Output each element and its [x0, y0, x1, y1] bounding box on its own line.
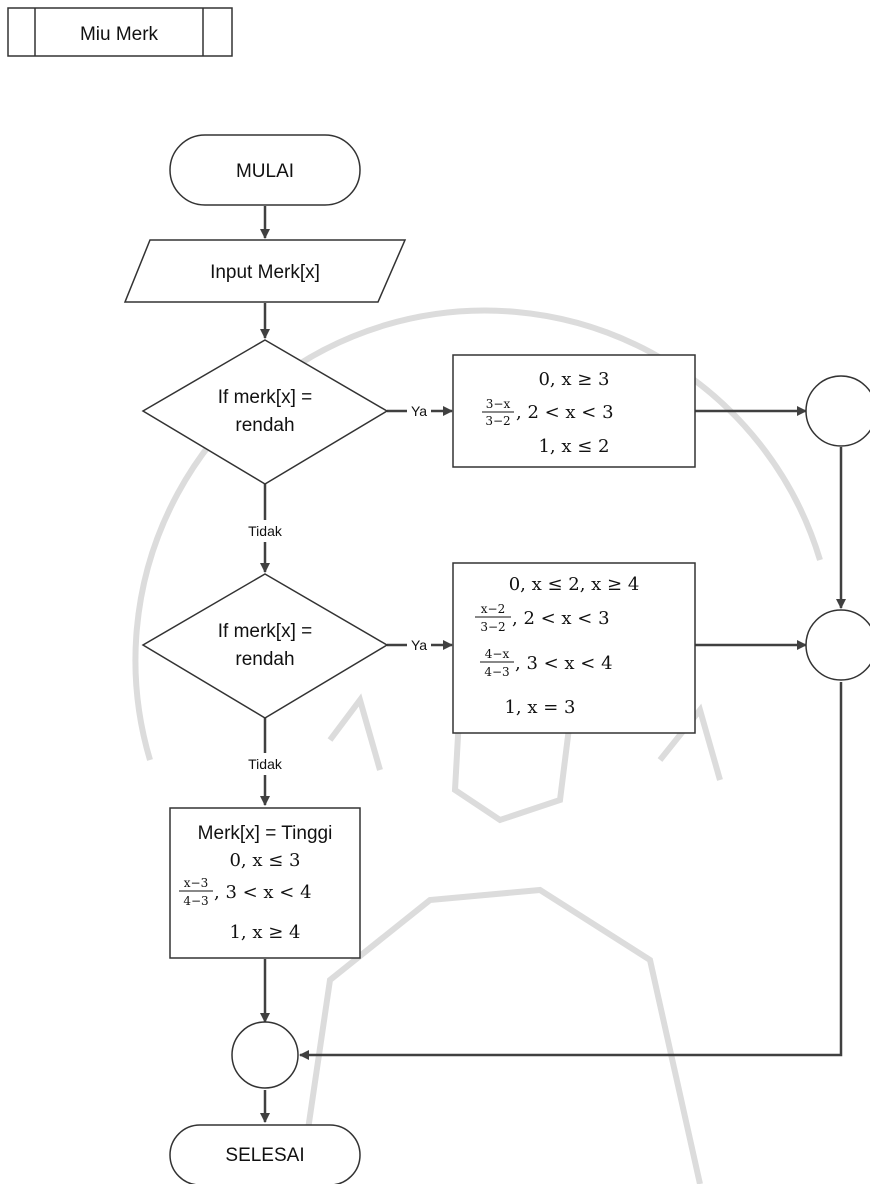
- sedang-row3-num: 4−x: [485, 647, 510, 661]
- end-label: SELESAI: [225, 1145, 304, 1166]
- sedang-row1: 0, x ≤ 2, x ≥ 4: [509, 574, 640, 595]
- decision-2: If merk[x] = rendah: [141, 573, 389, 719]
- rendah-row1: 0, x ≥ 3: [538, 369, 609, 390]
- tinggi-row2-num: x−3: [184, 876, 208, 890]
- tinggi-row3: 1, x ≥ 4: [229, 922, 300, 943]
- rendah-formula-box: 0, x ≥ 3 3−x 3−2 , 2 < x < 3 1, x ≤ 2: [452, 354, 696, 468]
- sedang-row2-den: 3−2: [480, 620, 505, 634]
- tinggi-row2-rest: , 3 < x < 4: [214, 882, 312, 903]
- process-name-box: Miu Merk: [7, 7, 233, 57]
- decision-1-line2: rendah: [235, 415, 294, 436]
- yes-label-2: Ya: [411, 637, 427, 653]
- no-label-1: Tidak: [248, 523, 283, 539]
- rendah-row2-rest: , 2 < x < 3: [516, 402, 614, 423]
- rendah-row2-den: 3−2: [485, 414, 510, 428]
- sedang-row2-rest: , 2 < x < 3: [512, 608, 610, 629]
- tinggi-row2-den: 4−3: [183, 894, 208, 908]
- arrow-circle2-merge: [299, 682, 843, 1060]
- sedang-row2-num: x−2: [481, 602, 505, 616]
- rendah-row3: 1, x ≤ 2: [538, 436, 609, 457]
- merge-connector-circle: [231, 1021, 299, 1089]
- decision-2-line2: rendah: [235, 649, 294, 670]
- start-terminator: MULAI: [169, 134, 361, 206]
- seal-ornament: [327, 693, 723, 781]
- decision-1: If merk[x] = rendah: [141, 339, 389, 485]
- rendah-row2-num: 3−x: [486, 397, 511, 411]
- input-parallelogram: Input Merk[x]: [123, 239, 407, 303]
- sedang-row4: 1, x = 3: [504, 697, 575, 718]
- process-name-label: Miu Merk: [80, 24, 159, 45]
- input-label: Input Merk[x]: [210, 262, 320, 283]
- tinggi-formula-box: Merk[x] = Tinggi 0, x ≤ 3 x−3 4−3 , 3 < …: [169, 807, 361, 959]
- connector-circle-1: [805, 375, 870, 447]
- no-label-2: Tidak: [248, 756, 283, 772]
- seal-figure-outline: [297, 886, 703, 1184]
- decision-2-line1: If merk[x] =: [218, 621, 313, 642]
- sedang-formula-box: 0, x ≤ 2, x ≥ 4 x−2 3−2 , 2 < x < 3 4−x …: [452, 562, 696, 734]
- sedang-row3-den: 4−3: [484, 665, 509, 679]
- tinggi-row1: 0, x ≤ 3: [229, 850, 300, 871]
- sedang-row3-rest: , 3 < x < 4: [515, 653, 613, 674]
- end-terminator: SELESAI: [169, 1124, 361, 1184]
- branch-labels: Ya Ya Tidak Tidak: [239, 401, 431, 775]
- decision-1-line1: If merk[x] =: [218, 387, 313, 408]
- connector-circle-2: [805, 609, 870, 681]
- tinggi-title: Merk[x] = Tinggi: [198, 823, 333, 844]
- yes-label-1: Ya: [411, 403, 427, 419]
- start-label: MULAI: [236, 161, 294, 182]
- seal-ring-arc: [132, 307, 823, 761]
